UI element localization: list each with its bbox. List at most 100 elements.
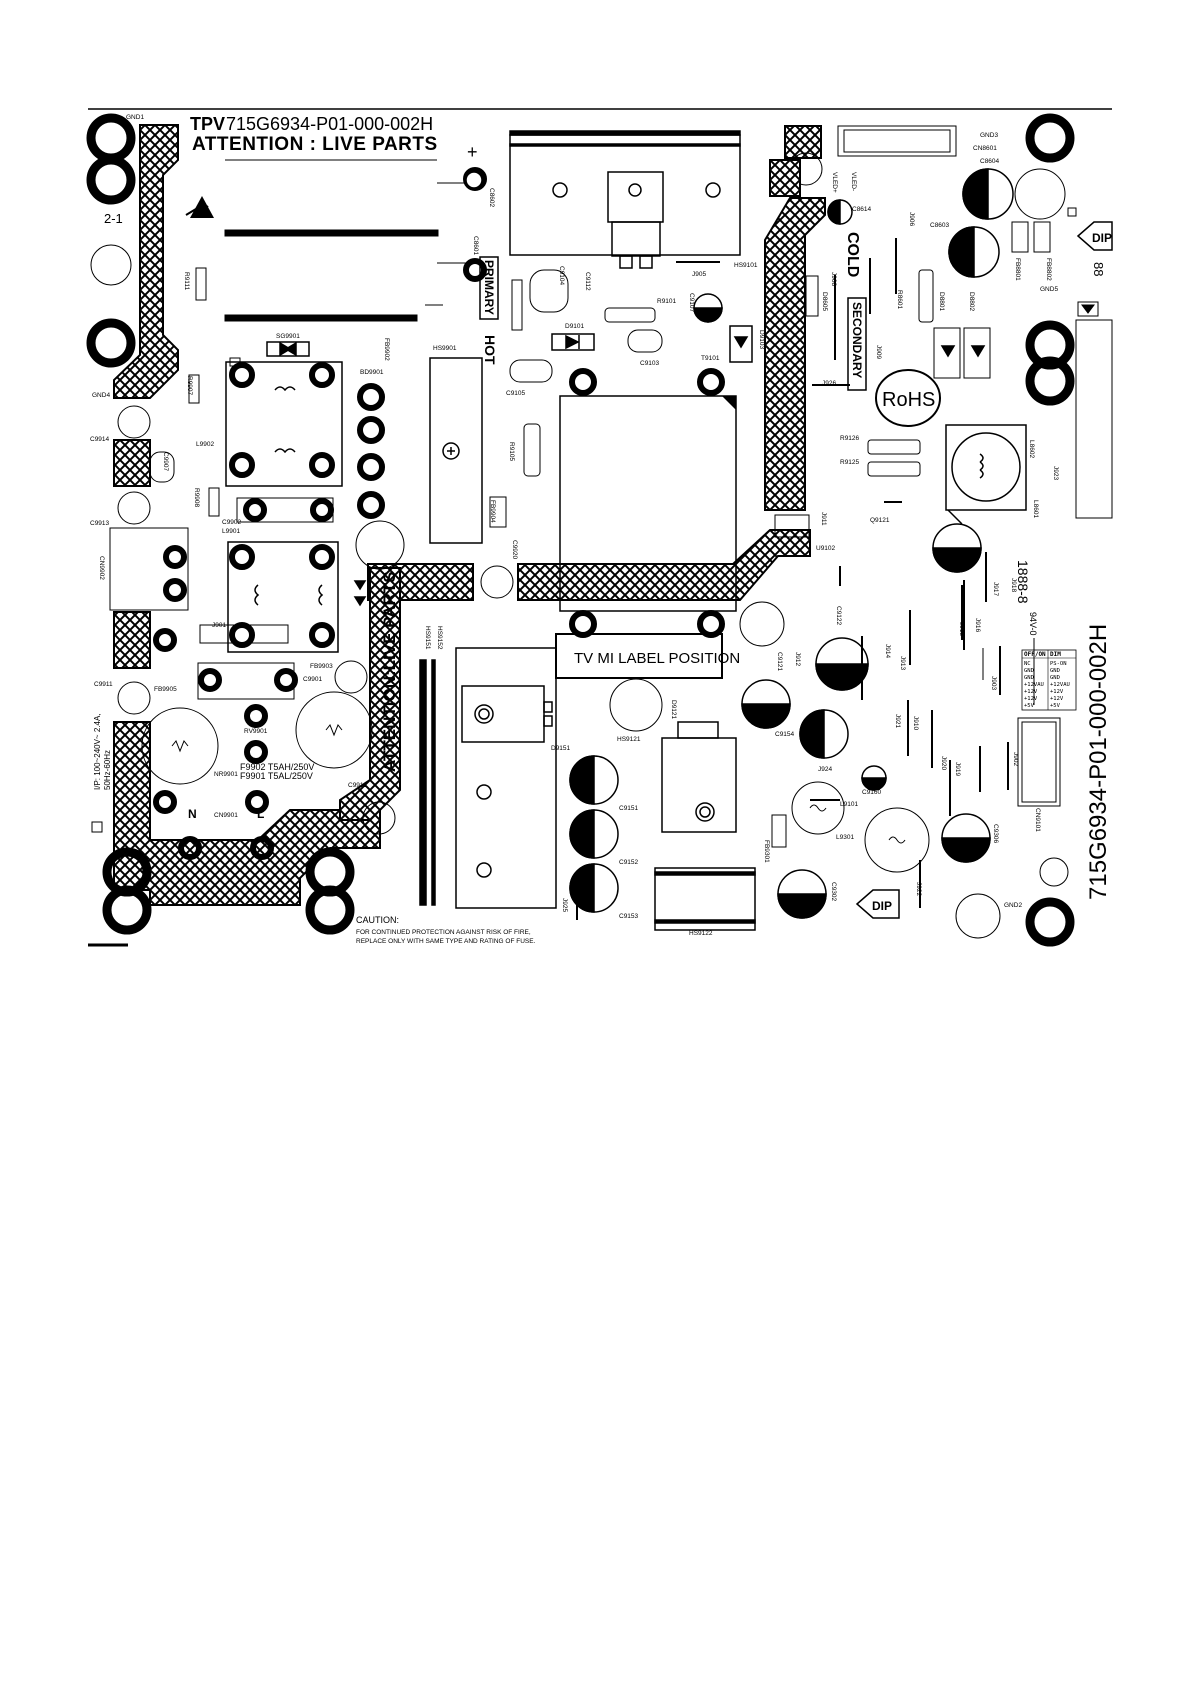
pin-table-cell: NC: [1024, 661, 1031, 667]
ref-c8603: C8603: [930, 222, 950, 229]
label-position-box: [555, 633, 723, 679]
ref-gnd2: GND2: [1004, 902, 1022, 909]
version-label: 2-1: [104, 211, 123, 226]
ref-c8601: C8601: [472, 236, 479, 256]
fuse-2: F9901 T5AL/250V: [240, 771, 313, 781]
ref-cn9901: CN9901: [214, 812, 238, 819]
primary-label: PRIMARY: [482, 260, 496, 315]
ref-d8605: D8605: [821, 292, 828, 312]
ref-nr9901: NR9901: [214, 771, 238, 778]
ref-c9920: C9920: [511, 540, 518, 560]
inductor-l8602: [945, 424, 1027, 525]
model-number: 715G6934-P01-000-002H: [226, 114, 433, 134]
segment-label: 88: [1091, 262, 1106, 276]
ref-rv9901: RV9901: [244, 728, 268, 735]
ref-j913: J913: [899, 656, 906, 670]
resistors: [188, 221, 1051, 848]
dip-label-bottom: DIP: [872, 899, 892, 913]
ref-r9126: R9126: [840, 435, 860, 442]
ref-c9103: C9103: [640, 360, 660, 367]
ref-c8602: C8602: [488, 188, 495, 208]
ref-j912: J912: [794, 652, 801, 666]
ref-r9125: R9125: [840, 459, 860, 466]
model-side: 715G6934-P01-000-002H: [1085, 624, 1112, 900]
brand-label: TPV: [190, 114, 225, 134]
ref-d9121: D9121: [670, 700, 677, 720]
pin-table-cell: PS-ON: [1050, 661, 1067, 667]
ref-fb8801: FB8801: [1014, 258, 1021, 281]
ref-fb9904: FB9904: [489, 500, 496, 523]
ref-j906: J906: [908, 212, 915, 226]
ref-c9914: C9914: [90, 436, 110, 443]
heatsink-hs9101: [509, 130, 741, 269]
mounting-holes: [86, 113, 1075, 947]
caution-line-1: FOR CONTINUED PROTECTION AGAINST RISK OF…: [356, 929, 531, 936]
pin-table-cell: +12V: [1024, 689, 1038, 695]
ref-j916: J916: [974, 618, 981, 632]
ref-c8604: C8604: [980, 158, 1000, 165]
ref-gnd5: GND5: [1040, 286, 1058, 293]
ref-c9153: C9153: [619, 913, 639, 920]
hatched-isolation-zones: [113, 124, 826, 906]
ref-j919: J919: [954, 762, 961, 776]
ref-cn9902: CN9902: [98, 556, 105, 580]
ref-j922: J922: [915, 882, 922, 896]
electrolytic-capacitors: [465, 168, 1014, 919]
bulk-capacitor-outline: [224, 159, 467, 322]
ref-d9101: D9101: [565, 323, 585, 330]
ref-gnd3: GND3: [980, 132, 998, 139]
ref-c9151: C9151: [619, 805, 639, 812]
round-components: [117, 152, 1066, 873]
ref-r9908: R9908: [193, 488, 200, 508]
ref-fb9902: FB9902: [383, 338, 390, 361]
ref-t9101: T9101: [701, 355, 720, 362]
ref-j920: J920: [940, 756, 947, 770]
input-rating-1: I/P: 100~240V~ 2.4A,: [93, 713, 102, 790]
ref-cn9101: CN9101: [1034, 808, 1041, 832]
ref-c9306: C9306: [992, 824, 999, 844]
ref-d8802: D8802: [968, 292, 975, 312]
pin-table-cell: GND: [1050, 668, 1060, 674]
ref-c9911: C9911: [94, 681, 113, 688]
pin-table-cell: +5V: [1024, 703, 1035, 709]
label-position-text: TV MI LABEL POSITION: [574, 650, 740, 667]
misc-component-outlines: [109, 125, 1113, 920]
ref-r9105: R9105: [508, 442, 515, 462]
through-hole-pads: [153, 167, 725, 860]
pin-table-cell: GND: [1024, 668, 1034, 674]
ref-r9101: R9101: [657, 298, 677, 305]
ref-c9121: C9121: [776, 652, 783, 672]
ref-r9111: R9111: [183, 272, 190, 291]
transformer-primary: [225, 357, 483, 653]
ref-c9104: C9104: [558, 266, 565, 286]
ref-c9105: C9105: [506, 390, 526, 397]
pin-table-header-1: DIM: [1050, 651, 1061, 658]
ul-code: 94V-0: [1028, 612, 1038, 636]
ref-l9902: L9902: [196, 441, 214, 448]
caution-line-2: REPLACE ONLY WITH SAME TYPE AND RATING O…: [356, 938, 536, 945]
rohs-label: RoHS: [882, 389, 935, 411]
ref-c9154: C9154: [775, 731, 795, 738]
ref-fb9301: FB9301: [763, 840, 770, 863]
ref-c8614: C8614: [852, 206, 872, 213]
caution-title: CAUTION:: [356, 915, 399, 925]
ref-c9112: C9112: [584, 272, 591, 291]
pin-table-cell: +12V: [1050, 696, 1064, 702]
transformer-t9101: [559, 395, 737, 612]
ref-j902: J902: [1012, 752, 1019, 766]
diodes: [266, 325, 986, 607]
ref-c9160: C9160: [862, 789, 882, 796]
svg-text:+: +: [467, 142, 478, 162]
cold-label: COLD: [844, 232, 861, 277]
pin-table-cell: +12VAU: [1024, 682, 1044, 688]
ref-j915: J915: [958, 622, 965, 636]
ref-j925: J925: [561, 898, 568, 912]
pin-table-cell: GND: [1050, 675, 1060, 681]
ref-j918: J918: [1010, 578, 1017, 592]
ref-l9101: L9101: [840, 801, 858, 808]
ref-l: L: [257, 807, 264, 821]
hot-label: HOT: [482, 335, 498, 365]
ref-c9107: C9107: [688, 293, 695, 313]
heatsink-hs9122: [654, 721, 756, 931]
